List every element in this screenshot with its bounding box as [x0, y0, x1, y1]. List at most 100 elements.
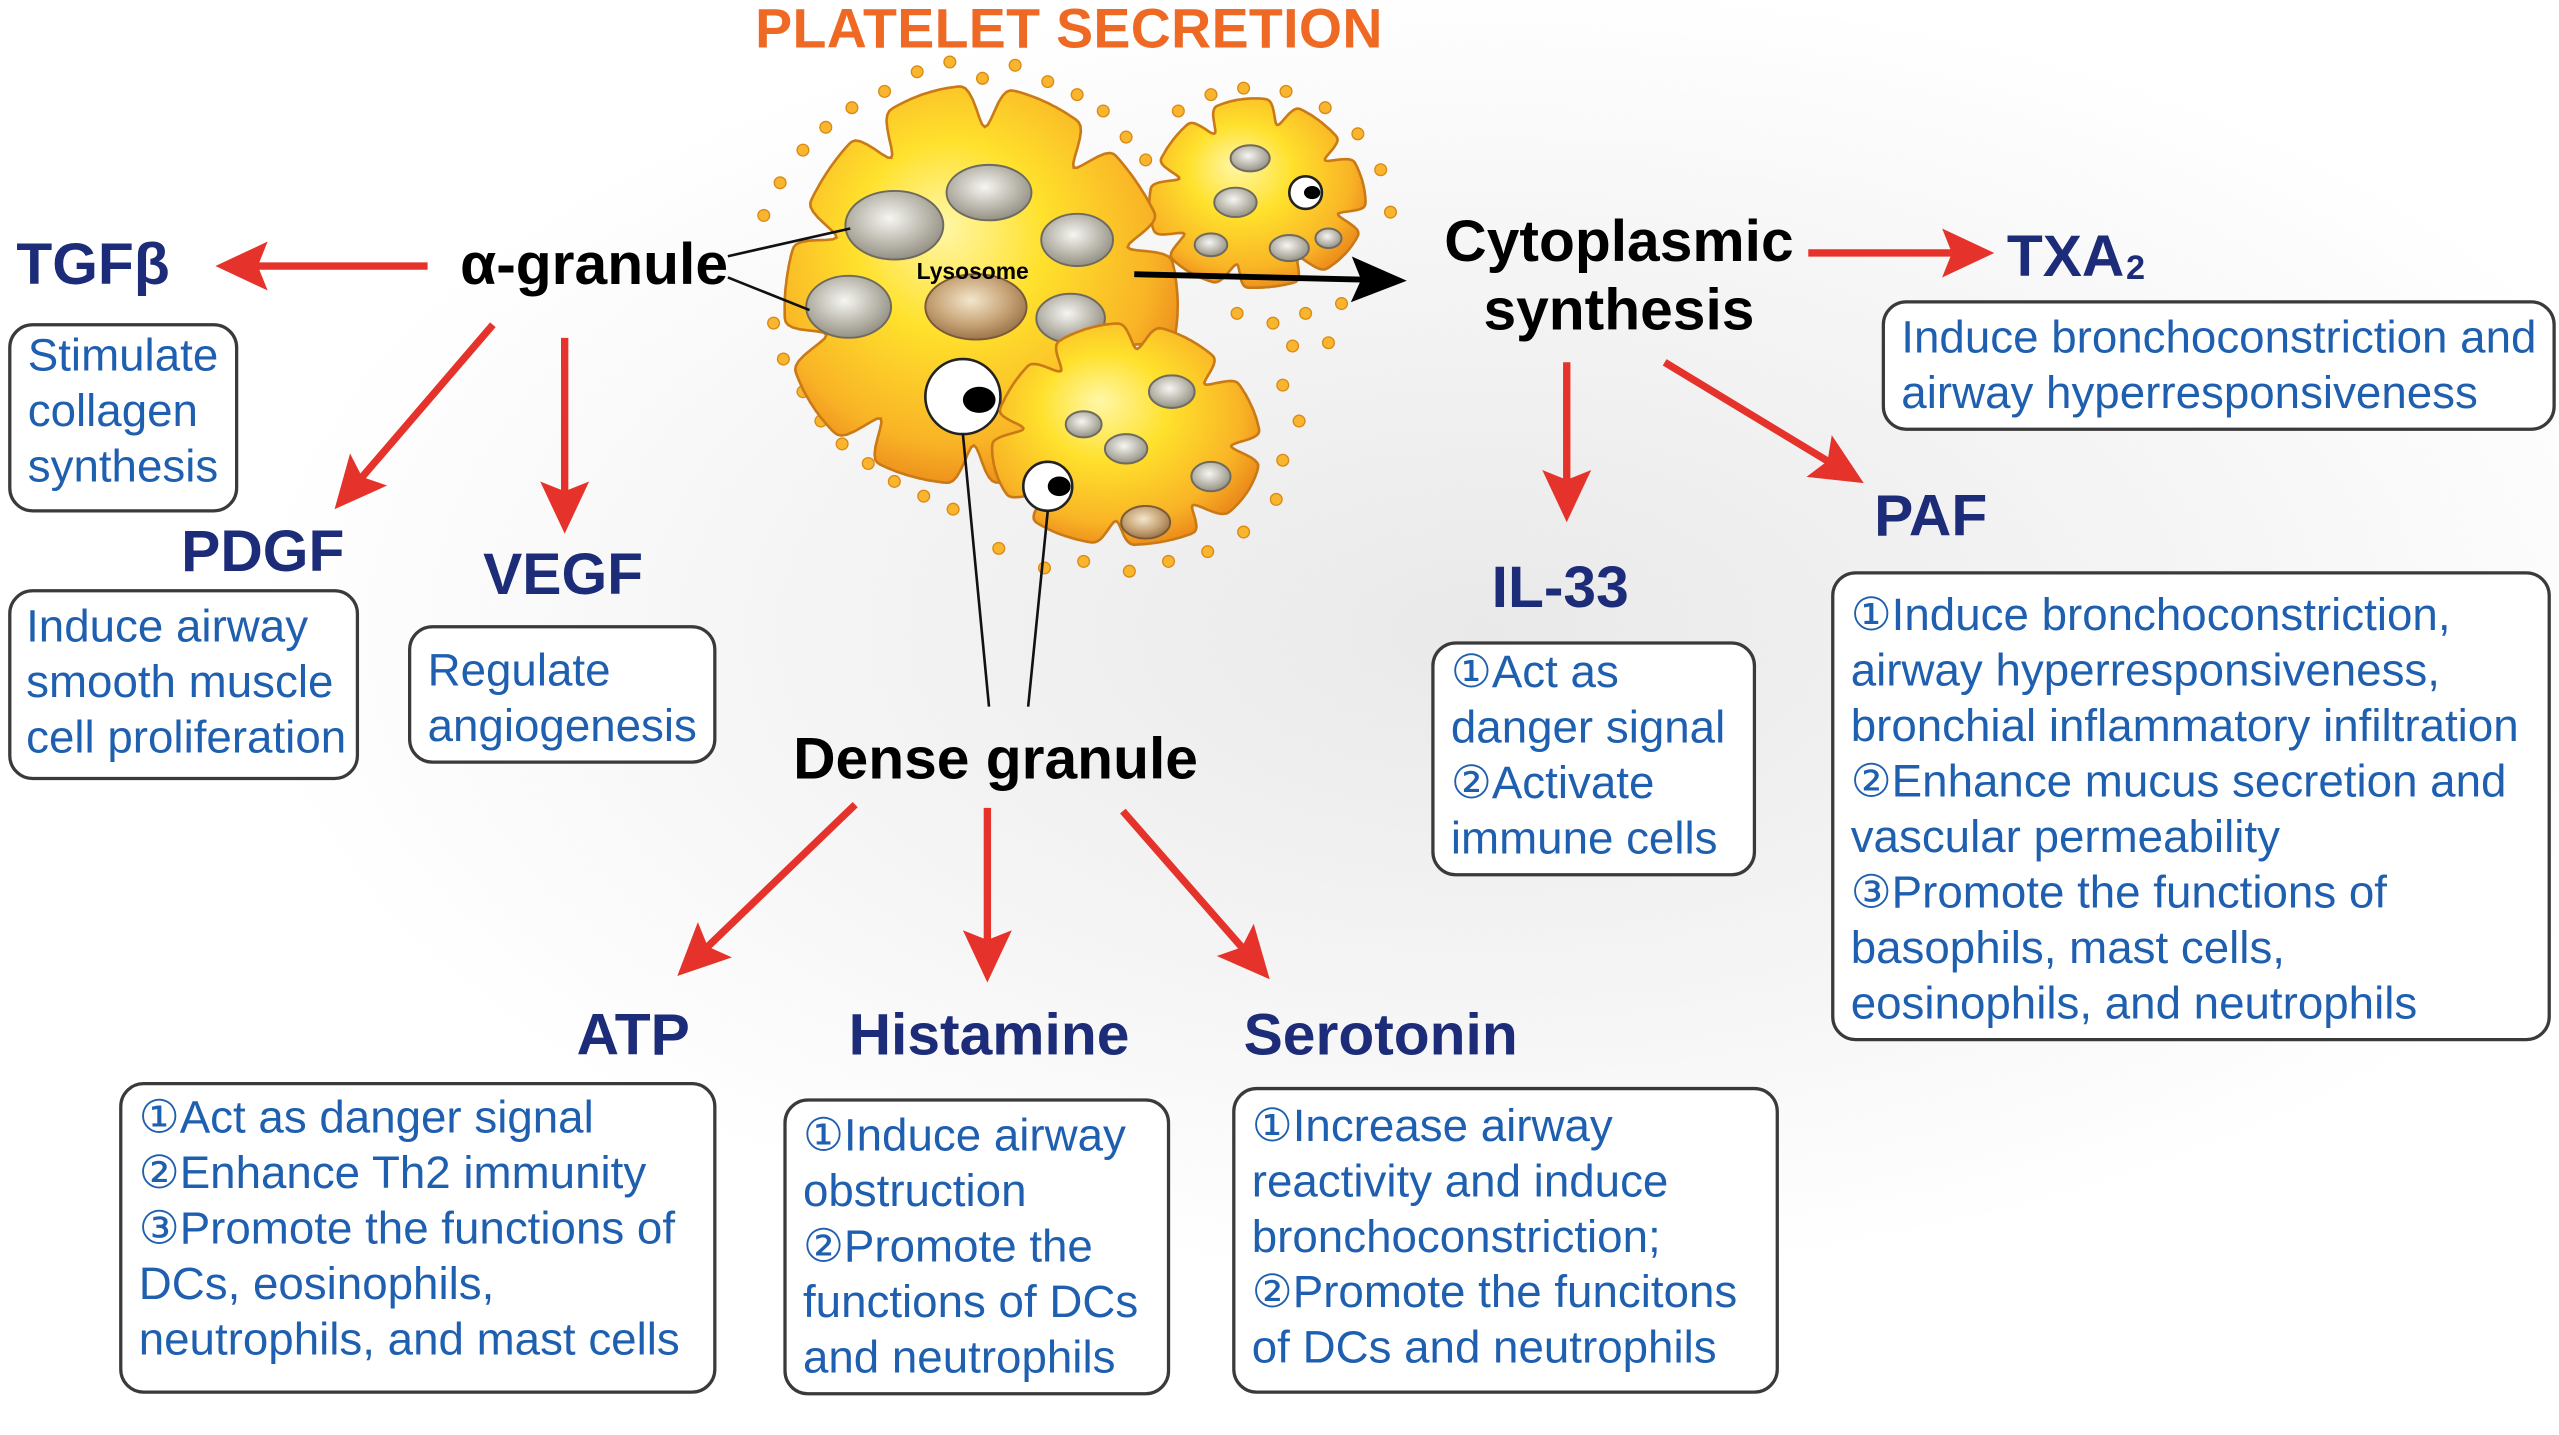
- secretory-vesicles: [757, 55, 1398, 578]
- secretory-vesicle-dot: [757, 208, 771, 222]
- secretory-vesicle-dot: [819, 120, 833, 134]
- paf-effects-box: ①Induce bronchoconstriction, airway hype…: [1831, 571, 2551, 1042]
- secretory-vesicle-dot: [1096, 104, 1110, 118]
- pdgf-heading: PDGF: [181, 517, 345, 585]
- secretory-vesicle-dot: [1269, 492, 1283, 506]
- effect-line: of DCs and neutrophils: [1251, 1321, 1717, 1373]
- secretory-vesicle-dot: [910, 65, 924, 79]
- effect-line: functions of DCs: [802, 1276, 1139, 1327]
- il33-effects-box: ①Act as danger signal ②Activate immune c…: [1431, 641, 1757, 877]
- arrow-shaft: [705, 801, 858, 950]
- secretory-vesicle-dot: [1077, 554, 1091, 568]
- secretory-vesicle-dot: [773, 176, 787, 190]
- alpha-granule-pointer: [727, 227, 851, 258]
- secretory-vesicle-dot: [1276, 378, 1290, 392]
- granule: [1314, 227, 1343, 250]
- secretory-vesicle-dot: [776, 352, 790, 366]
- effect-line: obstruction: [802, 1165, 1027, 1216]
- effect-line: ②Promote the: [802, 1220, 1093, 1272]
- effect-line: Induce bronchoconstriction and: [1901, 311, 2537, 363]
- arrow-cytoplasmic-to-paf: [1662, 359, 1864, 484]
- alpha-granule-label: α-granule: [460, 230, 729, 298]
- secretory-vesicle-dot: [1292, 414, 1306, 428]
- secretory-vesicle-dot: [917, 489, 931, 503]
- txa2-heading-subscript: 2: [2125, 249, 2146, 288]
- atp-heading: ATP: [576, 1000, 690, 1068]
- histamine-heading: Histamine: [848, 1000, 1130, 1068]
- secretory-vesicle-dot: [1279, 84, 1293, 98]
- secretory-vesicle-dot: [1041, 75, 1055, 89]
- secretory-vesicle-dot: [1161, 554, 1176, 568]
- platelet-body: [1147, 97, 1367, 290]
- secretory-vesicle-dot: [835, 437, 849, 451]
- cytoplasmic-synthesis-label: synthesis: [1483, 275, 1755, 343]
- granule: [1147, 374, 1196, 409]
- granule: [1229, 144, 1271, 173]
- secretory-vesicle-dot: [861, 456, 875, 471]
- arrow-head: [1350, 256, 1407, 303]
- secretory-vesicle-dot: [1204, 88, 1218, 102]
- effect-line: ②Activate: [1450, 757, 1655, 808]
- effect-line: synthesis: [27, 440, 219, 492]
- secretory-vesicle-dot: [975, 71, 990, 85]
- arrow-head: [962, 930, 1012, 983]
- vegf-heading: VEGF: [483, 540, 644, 608]
- arrow-head: [1806, 435, 1864, 484]
- secretory-vesicle-dot: [1286, 339, 1300, 353]
- effect-line: ①Induce airway: [802, 1109, 1126, 1161]
- secretory-vesicle-dot: [1008, 58, 1022, 72]
- tgfb-effects-box: Stimulate collagen synthesis: [8, 323, 238, 513]
- secretory-vesicle-dot: [1276, 453, 1290, 467]
- arrow-head: [1216, 923, 1270, 980]
- effect-line: ③Promote the functions of: [1850, 866, 2388, 918]
- secretory-vesicle-dot: [1237, 525, 1251, 539]
- secretory-vesicle-dot: [946, 502, 960, 516]
- secretory-vesicle-dot: [992, 541, 1006, 555]
- effect-line: ②Promote the funcitons: [1251, 1266, 1738, 1318]
- txa2-heading: TXA2: [2007, 226, 2146, 288]
- arrow-head: [1942, 228, 1995, 278]
- secretory-vesicle-dot: [1237, 81, 1251, 95]
- arrow-head: [540, 481, 590, 534]
- arrow-shaft: [359, 322, 496, 480]
- txa2-effects-box: Induce bronchoconstriction and airway hy…: [1881, 300, 2556, 431]
- secretory-vesicle-dot: [1171, 104, 1185, 118]
- arrow-shaft: [1120, 808, 1245, 950]
- secretory-vesicle-dot: [1374, 163, 1388, 177]
- platelet-bottom: [990, 322, 1261, 547]
- lysosome-label: Lysosome: [916, 257, 1029, 284]
- lysosome: [1120, 504, 1172, 540]
- granule: [1064, 410, 1103, 439]
- secretory-vesicle-dot: [767, 316, 781, 330]
- arrow-platelet-to-cytoplasmic: [1134, 256, 1407, 303]
- effect-line: ③Promote the functions of: [138, 1202, 676, 1254]
- granule: [1190, 460, 1232, 493]
- granule: [945, 163, 1033, 222]
- secretory-vesicle-dot: [1383, 205, 1398, 219]
- effect-line: ①Increase airway: [1251, 1099, 1613, 1151]
- granule: [1103, 433, 1149, 465]
- arrow-cytoplasmic-to-il33: [1542, 362, 1592, 523]
- paf-heading: PAF: [1874, 481, 1988, 549]
- secretory-vesicle-dot: [887, 474, 901, 488]
- effect-line: airway hyperresponsiveness,: [1850, 644, 2440, 696]
- secretory-vesicle-dot: [1230, 306, 1244, 320]
- il33-heading: IL-33: [1491, 553, 1629, 621]
- secretory-vesicle-dot: [796, 143, 810, 157]
- pdgf-effects-box: Induce airway smooth muscle cell prolife…: [8, 589, 360, 781]
- arrow-shaft: [1134, 271, 1362, 283]
- granule: [1268, 234, 1310, 263]
- granule: [844, 189, 945, 261]
- effect-line: Stimulate: [27, 329, 219, 381]
- arrow-alpha-to-tgfb: [215, 241, 428, 291]
- secretory-vesicle-dot: [878, 84, 892, 98]
- effect-line: ①Act as danger signal: [138, 1091, 594, 1143]
- serotonin-effects-box: ①Increase airway reactivity and induce b…: [1232, 1086, 1779, 1394]
- serotonin-heading: Serotonin: [1243, 1000, 1518, 1068]
- secretory-vesicle-dot: [1122, 564, 1136, 578]
- granule: [1040, 212, 1115, 267]
- arrow-dense-to-atp: [677, 801, 858, 976]
- dense-granule-label: Dense granule: [793, 724, 1198, 792]
- effect-line: Induce airway: [26, 600, 309, 652]
- dense-granule-core: [1047, 476, 1071, 497]
